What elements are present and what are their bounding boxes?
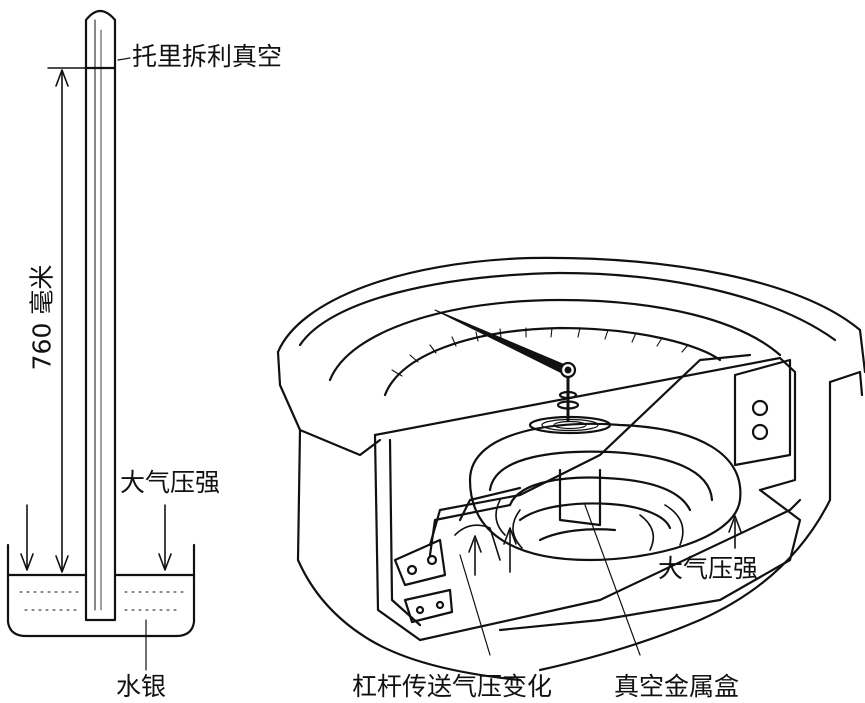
lever-linkage [393,353,752,624]
box-leader [584,504,641,656]
vacuum-metal-box [468,422,742,562]
box-label: 真空金属盒 [614,672,740,701]
atm-pressure-arrows-right [468,515,742,576]
lever-label: 杠杆传送气压变化 [352,672,553,701]
inner-frame [373,356,802,642]
vacuum-label: 托里拆利真空 [132,42,283,71]
mercury-dish [6,543,196,638]
pointer-needle [434,309,577,379]
height-label: 760 毫米 [27,264,57,371]
mercury-label: 水银 [116,672,167,701]
dial-scale-ticks [391,327,689,377]
height-dimension-arrow [55,69,69,573]
vacuum-leader [117,57,131,61]
atm-label-right: 大气压强 [658,554,759,583]
atm-label-left: 大气压强 [120,468,221,497]
lever-leader [459,554,491,656]
mercury-tube [84,9,117,622]
atm-pressure-arrows-left [20,504,172,571]
